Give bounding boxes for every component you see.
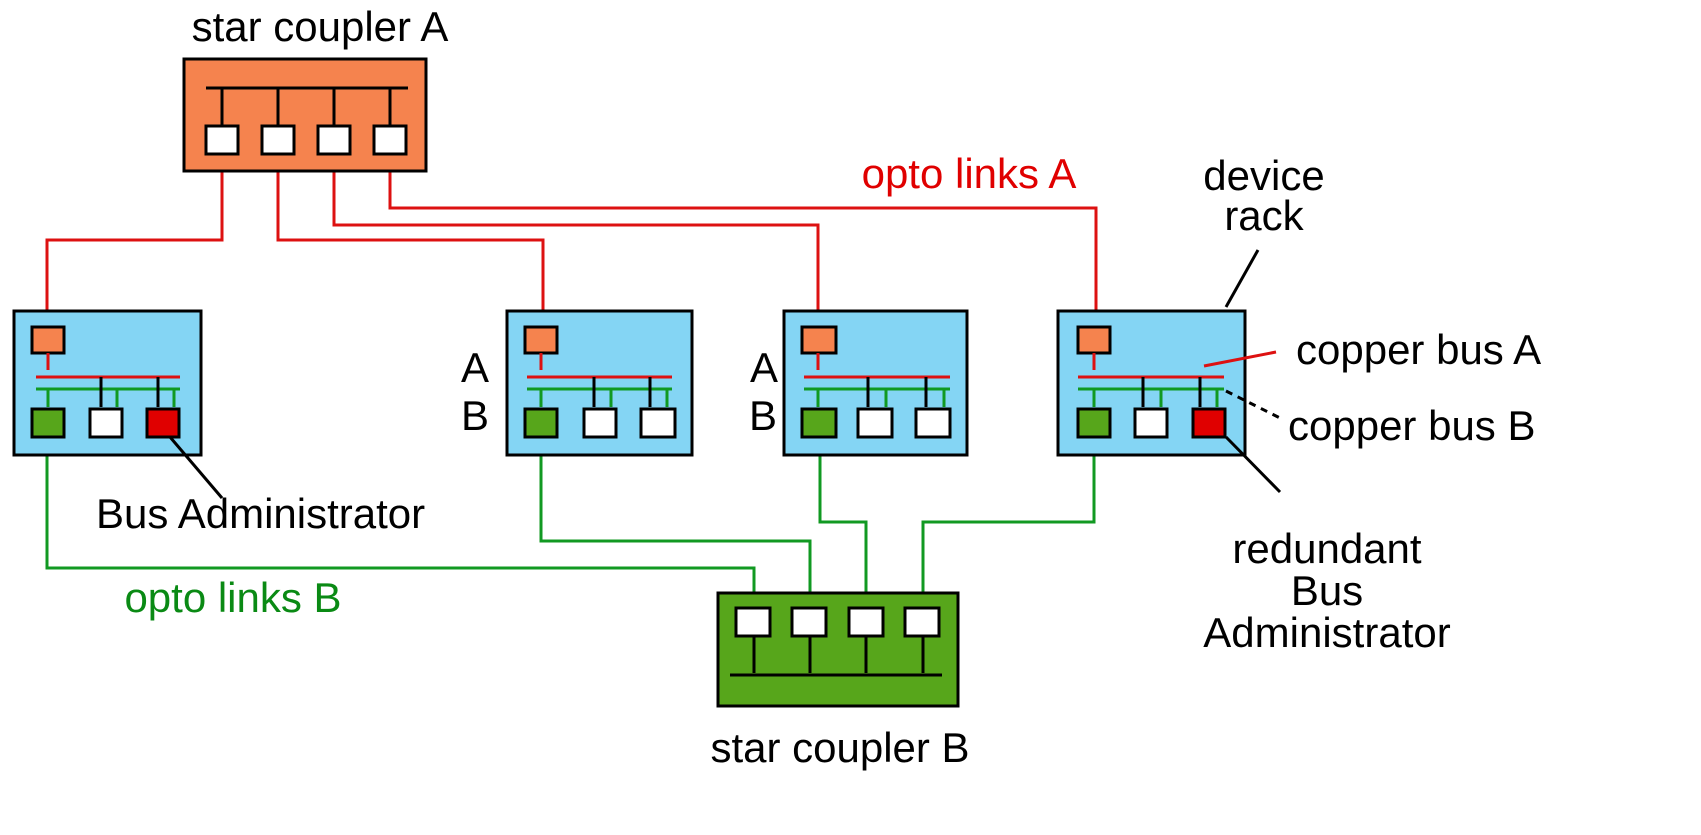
opto-link-b-2 — [539, 438, 812, 607]
opto-link-b-1 — [45, 438, 756, 607]
opto-links-b — [45, 438, 1096, 607]
star-coupler-a-port — [260, 124, 296, 156]
bus-administrator-leader — [168, 436, 224, 499]
device-module — [1133, 407, 1169, 439]
redundant-label-line1: redundant — [1232, 525, 1421, 572]
opto-port-a — [523, 325, 559, 355]
opto-link-b-4 — [921, 438, 1096, 607]
copper-bus-a-label: copper bus A — [1296, 326, 1541, 373]
star-coupler-a — [182, 57, 428, 173]
star-coupler-b-port — [903, 606, 941, 638]
opto-links-a-label: opto links A — [862, 150, 1077, 197]
device-module — [914, 407, 952, 439]
star-coupler-b-port — [847, 606, 885, 638]
star-coupler-b — [716, 591, 960, 708]
rack-3-bus-b-letter: B — [749, 392, 777, 439]
redundant-label-line3: Administrator — [1203, 609, 1450, 656]
opto-port-a — [30, 325, 66, 355]
opto-links-b-label: opto links B — [124, 574, 341, 621]
opto-port-b — [1076, 407, 1112, 439]
bus-administrator-label: Bus Administrator — [96, 490, 425, 537]
device-rack-label-line2: rack — [1224, 192, 1304, 239]
device-rack-leader — [1224, 249, 1260, 308]
device-rack-1 — [12, 309, 203, 457]
device-module — [856, 407, 894, 439]
device-rack-label-line1: device — [1203, 152, 1324, 199]
copper-bus-b-label: copper bus B — [1288, 402, 1536, 449]
copper-bus-a-leader — [1203, 350, 1277, 368]
device-module — [582, 407, 618, 439]
star-coupler-b-port — [790, 606, 828, 638]
opto-port-b — [30, 407, 66, 439]
star-coupler-b-label: star coupler B — [710, 724, 969, 771]
redundant-bus-administrator-leader — [1224, 435, 1282, 494]
opto-link-a-3 — [332, 155, 820, 327]
opto-link-a-2 — [276, 155, 545, 327]
redundant-bus-administrator-module — [1191, 407, 1227, 439]
opto-port-a — [800, 325, 838, 355]
device-rack-3 — [782, 309, 969, 457]
opto-link-a-1 — [45, 155, 224, 327]
device-rack-2 — [505, 309, 694, 457]
rack-2-bus-b-letter: B — [461, 392, 489, 439]
opto-port-b — [800, 407, 838, 439]
bus-administrator-module — [145, 407, 181, 439]
device-module — [88, 407, 124, 439]
opto-links-a — [45, 155, 1098, 327]
opto-link-b-3 — [818, 438, 868, 607]
star-coupler-a-label: star coupler A — [192, 3, 449, 50]
star-coupler-a-port — [372, 124, 408, 156]
copper-bus-b-leader — [1225, 389, 1285, 422]
opto-port-b — [523, 407, 559, 439]
star-coupler-a-port — [204, 124, 240, 156]
opto-link-a-4 — [388, 155, 1098, 327]
device-rack-4 — [1056, 309, 1247, 457]
star-coupler-a-port — [316, 124, 352, 156]
leader-lines — [168, 249, 1285, 499]
device-module — [639, 407, 677, 439]
rack-2-bus-a-letter: A — [461, 344, 489, 391]
redundant-label-line2: Bus — [1291, 567, 1363, 614]
rack-3-bus-a-letter: A — [750, 344, 778, 391]
star-coupler-b-port — [734, 606, 772, 638]
opto-port-a — [1076, 325, 1112, 355]
